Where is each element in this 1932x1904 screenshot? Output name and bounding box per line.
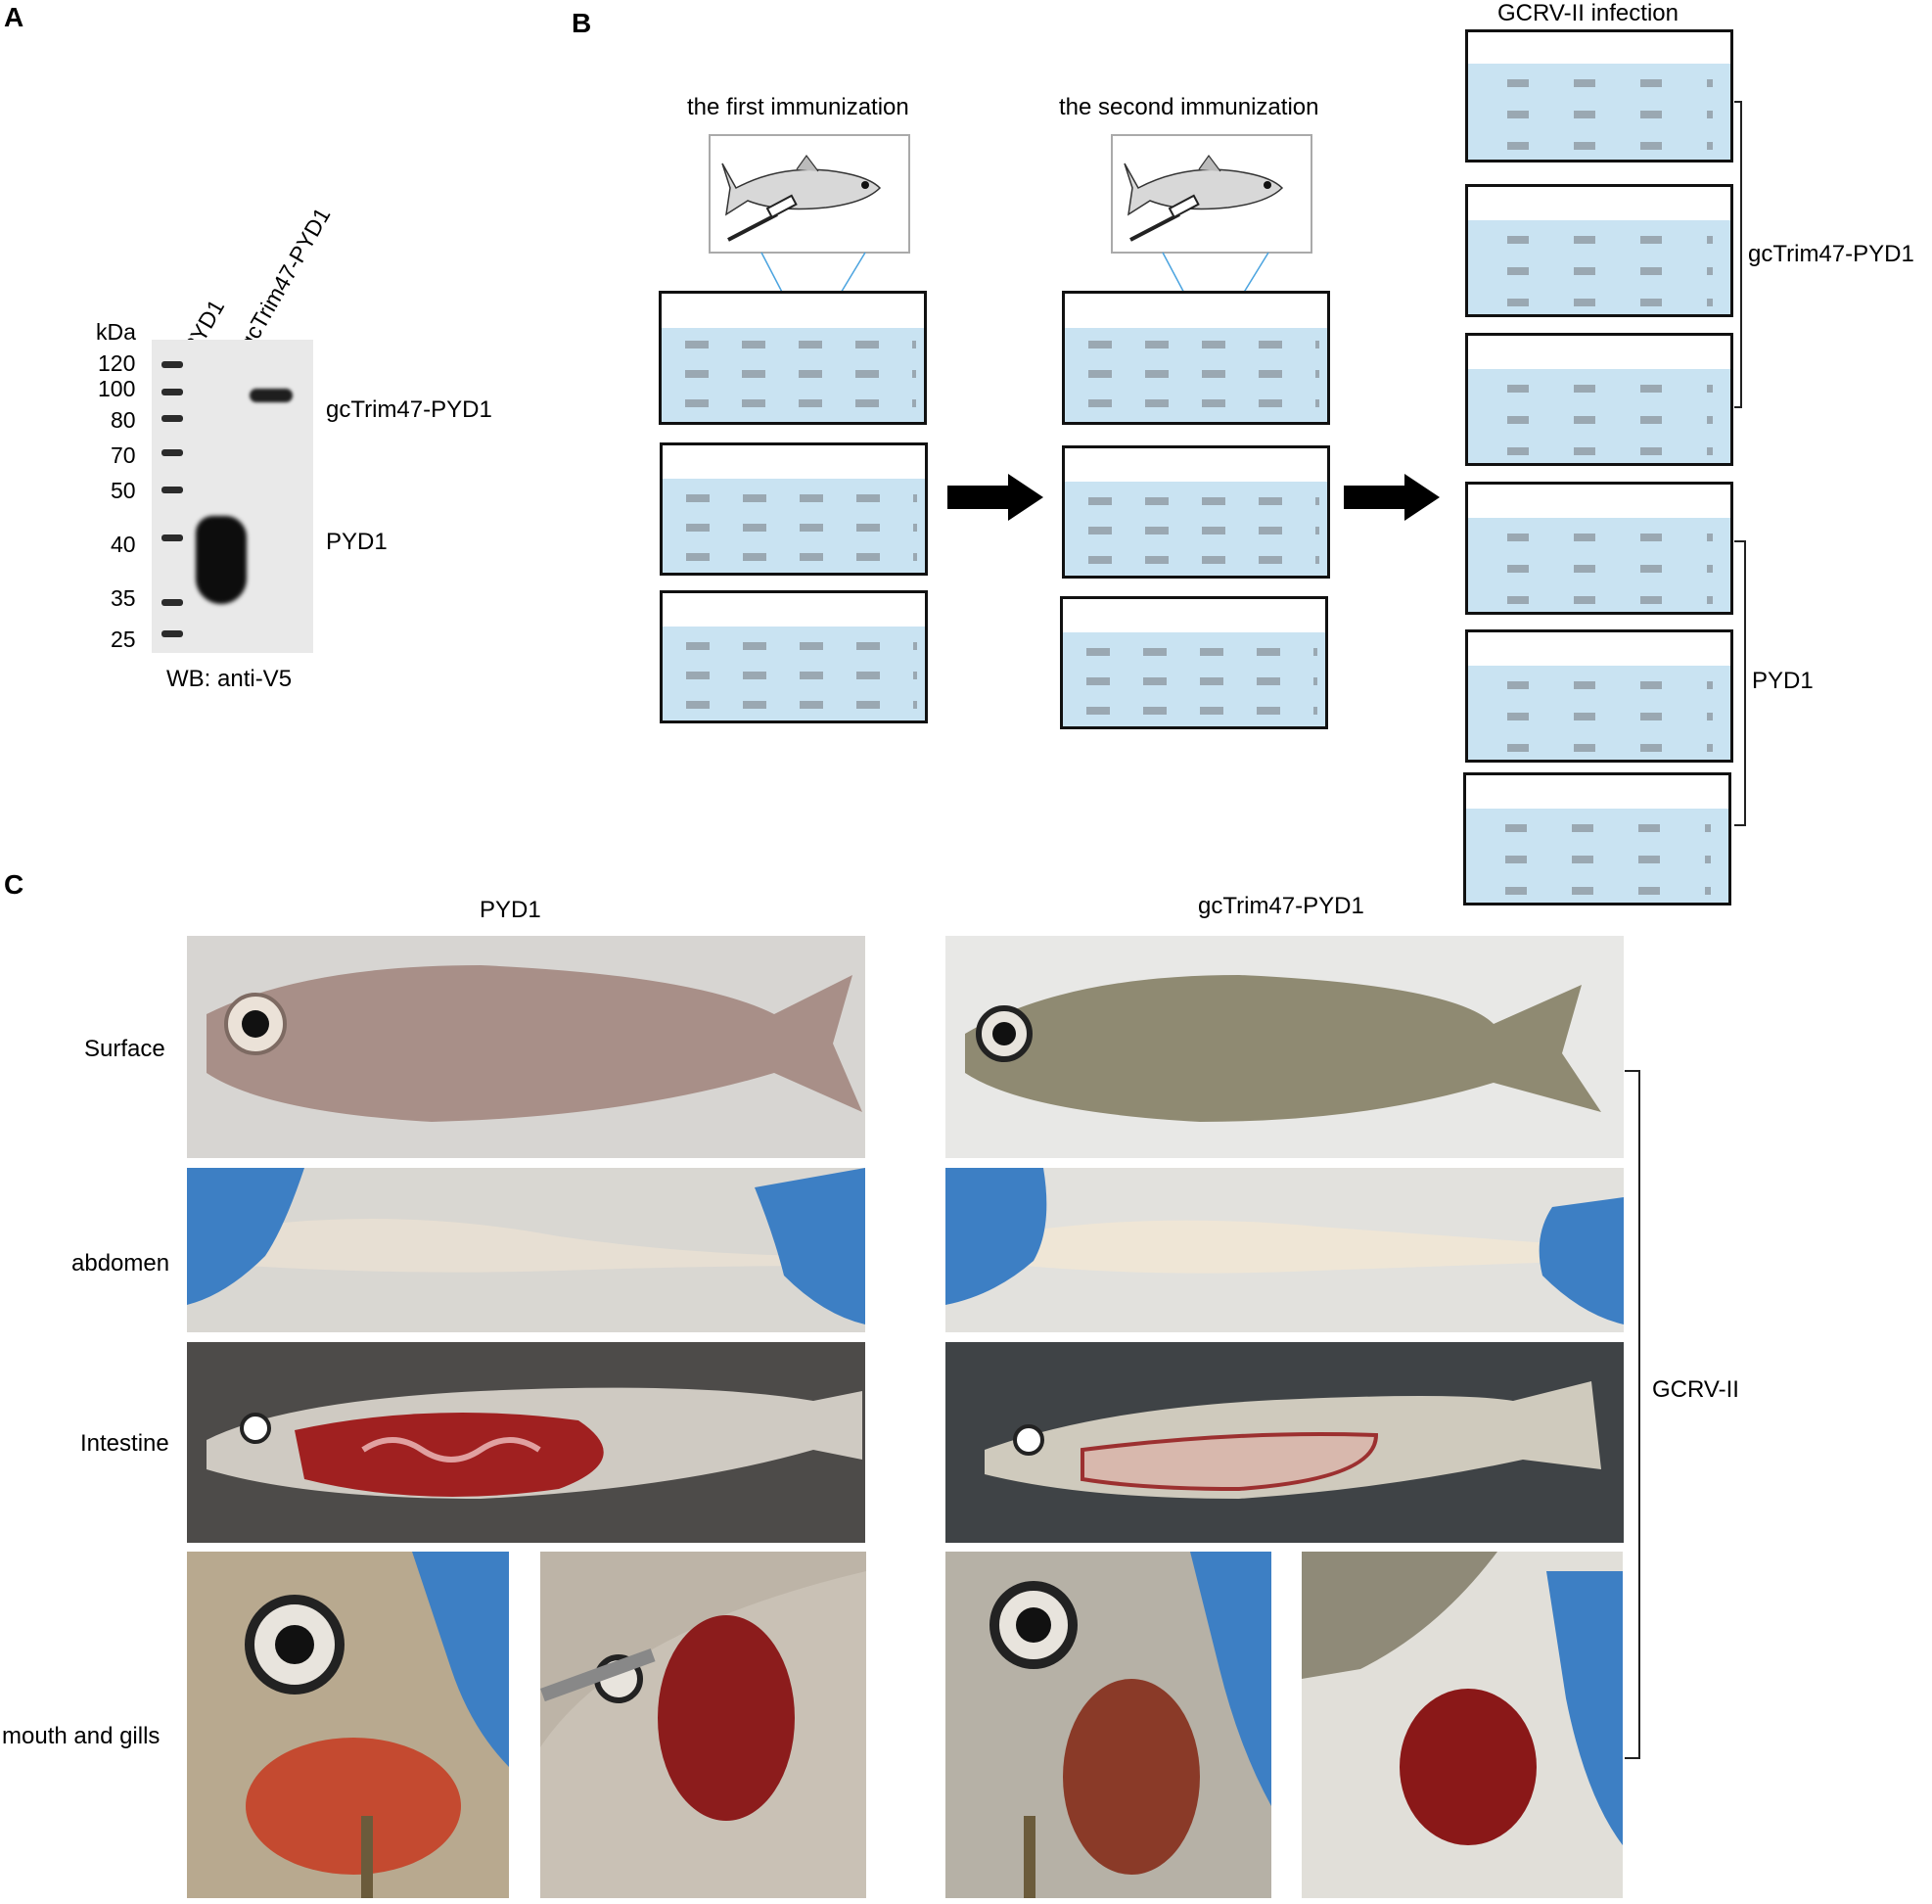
fish-school: [672, 494, 917, 571]
band-label-pyd1: PYD1: [326, 529, 388, 555]
row-label-intestine: Intestine: [80, 1430, 169, 1457]
fish-injection-illustration-2: [1111, 134, 1312, 254]
photo-gctrim47-intestine: [945, 1342, 1624, 1543]
marker-80: 80: [111, 407, 136, 433]
photo-pyd1-mouth: [187, 1552, 509, 1898]
tank: [659, 291, 927, 425]
fish-school: [1073, 648, 1317, 724]
ladder-band: [161, 534, 183, 541]
step-first-immunization: the first immunization: [687, 94, 909, 120]
band-label-gctrim47: gcTrim47-PYD1: [326, 396, 492, 423]
gcrv-label: GCRV-II: [1652, 1376, 1739, 1403]
marker-100: 100: [98, 376, 136, 401]
fish-school: [672, 642, 917, 719]
tank: [1465, 333, 1733, 466]
photo-gctrim47-mouth: [945, 1552, 1271, 1898]
photo-pyd1-abdomen: [187, 1168, 865, 1332]
tank: [660, 590, 928, 723]
tank: [1465, 482, 1733, 615]
fish-school: [1488, 79, 1713, 158]
column-label-pyd1: PYD1: [480, 897, 541, 923]
marker-70: 70: [111, 442, 136, 468]
ladder-band: [161, 415, 183, 422]
photo-pyd1-intestine: [187, 1342, 865, 1543]
group-label-gctrim47: gcTrim47-PYD1: [1748, 241, 1914, 267]
pyd1-band: [196, 516, 247, 604]
fish-school: [1488, 236, 1713, 312]
photo-pyd1-surface: [187, 936, 865, 1158]
row-label-abdomen: abdomen: [71, 1250, 170, 1277]
group-bracket: [1734, 540, 1746, 826]
tank: [1465, 29, 1733, 163]
photo-pyd1-gills: [540, 1552, 866, 1898]
marker-50: 50: [111, 478, 136, 503]
photo-gctrim47-gills: [1302, 1552, 1623, 1898]
fish-school: [1075, 341, 1319, 419]
panel-b-label: B: [572, 8, 592, 38]
fish-injection-illustration-1: [709, 134, 910, 254]
step-gcrv-infection: GCRV-II infection: [1497, 0, 1679, 26]
ladder-band: [161, 449, 183, 456]
blot-footer: WB: anti-V5: [166, 666, 293, 692]
row-label-surface: Surface: [84, 1036, 165, 1062]
tank: [1062, 291, 1330, 425]
marker-120: 120: [98, 350, 136, 376]
marker-25: 25: [111, 627, 136, 652]
photo-gctrim47-surface: [945, 936, 1624, 1158]
gcrv-bracket: [1625, 1070, 1640, 1759]
photo-gctrim47-abdomen: [945, 1168, 1624, 1332]
fish-school: [1488, 681, 1713, 758]
gctrim47-band: [250, 389, 293, 402]
ladder-band: [161, 389, 183, 395]
tank: [1060, 596, 1328, 729]
fish-school: [1488, 534, 1713, 610]
tank: [1465, 184, 1733, 317]
group-label-pyd1: PYD1: [1752, 668, 1814, 694]
ladder-band: [161, 630, 183, 637]
tank: [1062, 445, 1330, 579]
panel-c-label: C: [4, 869, 24, 900]
step-second-immunization: the second immunization: [1059, 94, 1319, 120]
panel-a-label: A: [4, 2, 24, 32]
row-label-mouth-gills: mouth and gills: [2, 1723, 161, 1749]
column-label-gctrim47: gcTrim47-PYD1: [1198, 893, 1364, 919]
marker-40: 40: [111, 532, 136, 557]
fish-school: [1075, 497, 1319, 574]
ladder-band: [161, 487, 183, 493]
fish-school: [1486, 824, 1711, 901]
arrow-right-icon: [1344, 474, 1440, 521]
kda-label: kDa: [96, 319, 136, 345]
tank: [1463, 772, 1731, 906]
ladder-band: [161, 361, 183, 368]
arrow-right-icon: [947, 474, 1043, 521]
tank: [1465, 629, 1733, 763]
tank: [660, 442, 928, 576]
marker-35: 35: [111, 585, 136, 611]
fish-school: [1488, 385, 1713, 461]
fish-school: [671, 341, 916, 419]
group-bracket: [1734, 101, 1742, 408]
ladder-band: [161, 599, 183, 606]
western-blot-image: [152, 340, 313, 653]
